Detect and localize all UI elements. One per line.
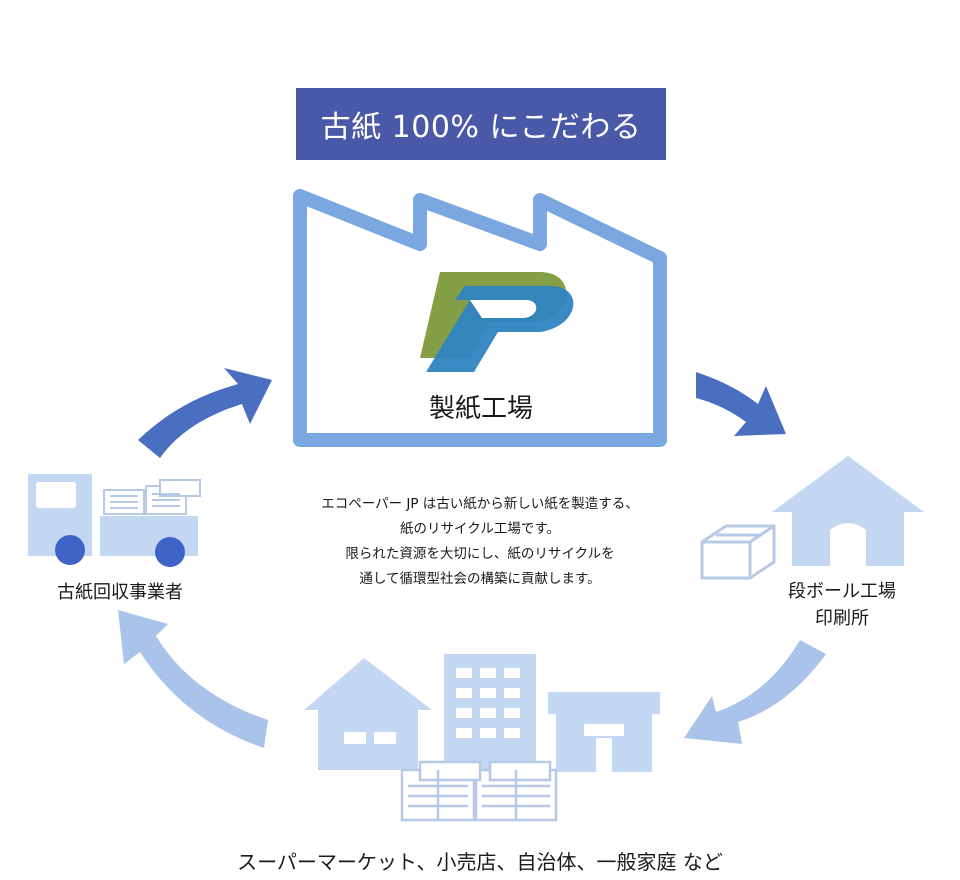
office-building-icon [444, 654, 536, 772]
newspaper-bundle-icon [103, 479, 201, 515]
truck-icon [28, 474, 198, 567]
company-description: エコペーパー JP は古い紙から新しい紙を製造する、 紙のリサイクル工場です。 … [250, 492, 710, 592]
cardboard-factory-label: 段ボール工場 印刷所 [752, 578, 932, 632]
cardboard-factory-line: 段ボール工場 [788, 581, 896, 602]
printing-plant-line: 印刷所 [815, 608, 869, 629]
headline-text: 古紙 100% にこだわる [320, 110, 642, 145]
collector-label: 古紙回収事業者 [57, 582, 183, 603]
arrow-collector-to-factory [138, 368, 272, 458]
description-line: エコペーパー JP は古い紙から新しい紙を製造する、 [321, 496, 639, 512]
newspaper-stack-icon [400, 760, 558, 822]
paper-mill-label: 製紙工場 [428, 394, 533, 424]
arrow-cardboard-to-sources [684, 640, 826, 744]
arrow-factory-to-cardboard [696, 372, 786, 436]
description-line: 限られた資源を大切にし、紙のリサイクルを [345, 546, 615, 562]
description-line: 通して循環型社会の構築に貢献します。 [359, 571, 601, 587]
house-icon [304, 658, 432, 770]
sources-label: スーパーマーケット、小売店、自治体、一般家庭 など [237, 850, 723, 874]
cardboard-factory-icon [772, 456, 924, 566]
headline-banner: 古紙 100% にこだわる [296, 88, 666, 160]
cardboard-box-icon [700, 524, 776, 580]
arrow-sources-to-collector [118, 610, 268, 748]
company-logo [420, 272, 574, 372]
store-icon [548, 692, 660, 772]
description-line: 紙のリサイクル工場です。 [400, 521, 560, 537]
